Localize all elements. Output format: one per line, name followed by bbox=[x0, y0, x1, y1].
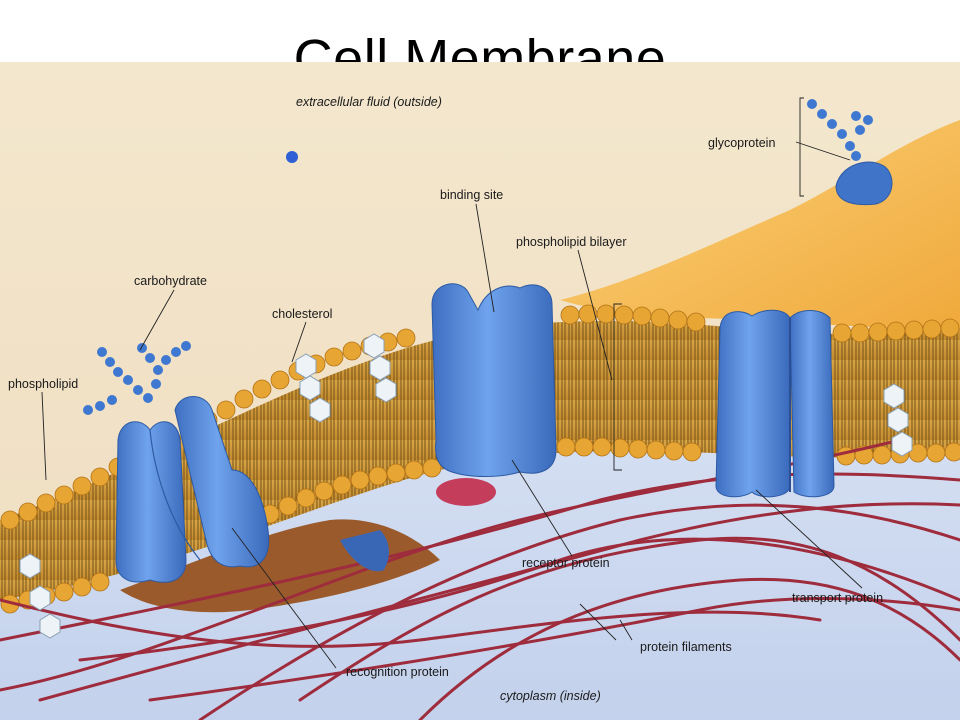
label-extracellular: extracellular fluid (outside) bbox=[296, 95, 442, 109]
label-cytoplasm: cytoplasm (inside) bbox=[500, 689, 601, 703]
label-protein-filaments: protein filaments bbox=[640, 640, 732, 654]
cholesterol-molecules bbox=[19, 333, 913, 639]
glycoprotein-bracket bbox=[799, 97, 804, 197]
solute-dot bbox=[286, 151, 298, 163]
label-binding-site: binding site bbox=[440, 188, 503, 202]
transport-protein bbox=[715, 309, 835, 498]
receptor-protein bbox=[340, 283, 557, 572]
label-receptor-protein: receptor protein bbox=[522, 556, 610, 570]
leader-binding-site bbox=[475, 203, 495, 313]
peripheral-protein bbox=[340, 530, 389, 572]
leader-glycoprotein bbox=[795, 141, 851, 161]
label-cholesterol: cholesterol bbox=[272, 307, 332, 321]
inner-phospholipid-heads bbox=[0, 437, 960, 614]
leader-cholesterol bbox=[291, 321, 307, 363]
label-transport-protein: transport protein bbox=[792, 591, 883, 605]
leader-phospholipid bbox=[41, 391, 47, 481]
label-carbohydrate: carbohydrate bbox=[134, 274, 207, 288]
leader-receptor bbox=[511, 459, 573, 557]
leader-filaments-2 bbox=[619, 619, 633, 641]
label-phospholipid-bilayer: phospholipid bilayer bbox=[516, 235, 627, 249]
receptor-ligand bbox=[436, 478, 496, 506]
carbohydrate-chain bbox=[83, 341, 191, 415]
leader-bilayer bbox=[577, 249, 613, 381]
glycoprotein bbox=[807, 99, 893, 206]
label-phospholipid: phospholipid bbox=[8, 377, 78, 391]
label-recognition-protein: recognition protein bbox=[346, 665, 449, 679]
label-glycoprotein: glycoprotein bbox=[708, 136, 775, 150]
leader-carbohydrate bbox=[139, 289, 175, 351]
leader-transport bbox=[755, 489, 863, 589]
leader-recognition bbox=[231, 527, 337, 669]
leader-filaments-1 bbox=[579, 603, 617, 641]
recognition-protein bbox=[115, 396, 270, 583]
bilayer-bracket bbox=[613, 303, 622, 471]
